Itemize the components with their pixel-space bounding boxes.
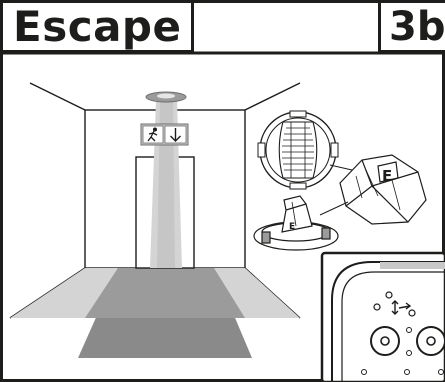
svg-text:E: E: [289, 222, 295, 232]
connector-line-top: [329, 164, 353, 171]
orientation-arrows-icon: [391, 300, 412, 315]
sensor-mask-letter: E: [382, 167, 392, 185]
running-man-icon: [142, 125, 164, 144]
page-title: Escape: [13, 1, 182, 51]
ceiling-right-edge: [244, 82, 301, 111]
title-box: Escape: [3, 1, 195, 53]
sensor-mask-e: [339, 154, 427, 225]
sensor-side-view: E: [253, 195, 339, 251]
ceiling-left-edge: [29, 82, 86, 111]
connector-line-bottom: [319, 201, 349, 216]
exit-sign: [140, 123, 189, 146]
floor-light-mid: [85, 268, 245, 318]
mount-hole-right: [408, 309, 416, 317]
mount-hole-top: [385, 291, 393, 299]
sensor-top-view: [257, 110, 339, 190]
step-number: 3b: [389, 3, 445, 50]
step-box: 3b: [378, 3, 445, 53]
ceiling-light-lens: [157, 93, 175, 99]
mount-hole-left: [373, 303, 381, 311]
detail-inset: [320, 251, 445, 382]
